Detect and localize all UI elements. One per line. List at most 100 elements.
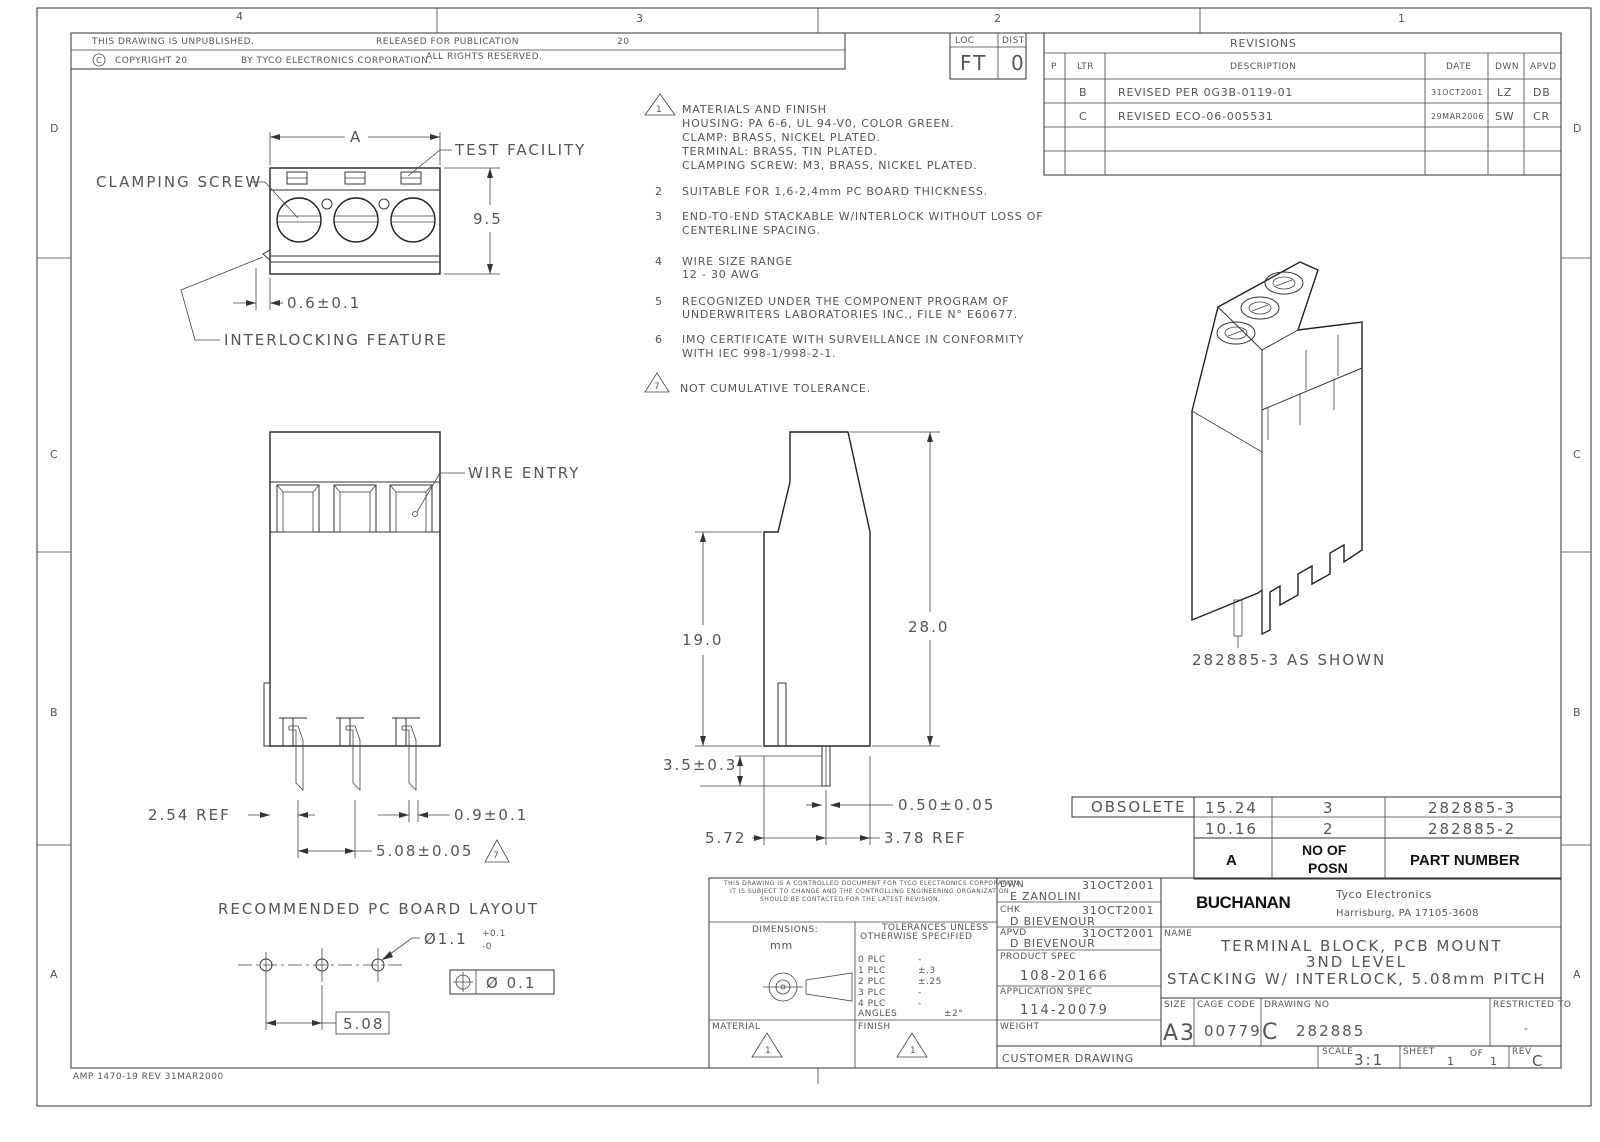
rev-desc: REVISED PER 0G3B-0119-01 (1118, 86, 1293, 99)
dist-label: DIST (1002, 36, 1025, 46)
material-flag (751, 1032, 783, 1058)
sheet-size: A3 (1163, 1021, 1196, 1046)
rev-col-apvd: APVD (1530, 62, 1557, 72)
pitch-note-num: 7 (493, 851, 499, 861)
rev-dwn: SW (1495, 110, 1514, 123)
rev-value: C (1532, 1052, 1544, 1070)
part-number: 282885-2 (1428, 820, 1516, 838)
spacing-basic-box (335, 1011, 390, 1035)
note-number: 5 (655, 295, 663, 308)
projection-symbol (763, 972, 853, 1002)
tol-val: - (918, 955, 922, 965)
drawing-no-prefix: C (1262, 1020, 1279, 1045)
notes-block: 1 MATERIALS AND FINISH HOUSING: PA 6-6, … (644, 93, 1043, 395)
rev-label: REV (1512, 1047, 1532, 1057)
dwn-name: E ZANOLINI (1010, 890, 1081, 903)
note-line: 12 - 30 AWG (682, 268, 760, 281)
copyright-note: COPYRIGHT 20 (115, 56, 188, 66)
note-line: CLAMPING SCREW: M3, BRASS, NICKEL PLATED… (682, 159, 978, 172)
zone-side-b-right: B (1573, 706, 1581, 719)
tol-key: 4 PLC (858, 999, 886, 1009)
loc-value: FT (960, 51, 987, 75)
front-view: WIRE ENTRY 2.54 REF 0.9±0.1 5.08±0.05 7 (148, 431, 578, 863)
apvd-name: D BIEVENOUR (1010, 937, 1096, 950)
rev-ltr: C (1079, 110, 1087, 123)
tol-key: 2 PLC (858, 977, 886, 987)
note-line: SUITABLE FOR 1,6-2,4mm PC BOARD THICKNES… (682, 185, 988, 198)
tolerances-label-1: TOLERANCES UNLESS (881, 923, 989, 933)
note-line: HOUSING: PA 6-6, UL 94-V0, COLOR GREEN. (682, 117, 954, 130)
svg-text:C: C (96, 56, 102, 65)
height-28: 28.0 (908, 618, 949, 636)
note-line: END-TO-END STACKABLE W/INTERLOCK WITHOUT… (682, 210, 1043, 223)
control-note-3: SHOULD BE CONTACTED FOR THE LATEST REVIS… (760, 896, 941, 903)
note-line: NOT CUMULATIVE TOLERANCE. (680, 382, 871, 395)
rev-p-label: P (1051, 62, 1057, 72)
rev-col-dwn: DWN (1495, 62, 1519, 72)
position-tolerance-frame (449, 969, 555, 995)
zone-markers: 4 3 2 1 D C B A D C B A (37, 8, 1591, 1084)
zone-side-b: B (50, 706, 58, 719)
revisions-block: REVISIONS P LTR DESCRIPTION DATE DWN APV… (1043, 32, 1562, 176)
control-note-2: IT IS SUBJECT TO CHANGE AND THE CONTROLL… (730, 888, 1009, 895)
rev-ltr: B (1079, 86, 1087, 99)
cage-code: 00779 (1204, 1022, 1262, 1040)
part-posn: 2 (1323, 820, 1335, 838)
tol-val: ±.3 (918, 966, 936, 976)
col-part-header: PART NUMBER (1410, 852, 1520, 869)
pcb-layout-title: RECOMMENDED PC BOARD LAYOUT (218, 900, 539, 918)
rev-col-ltr: LTR (1077, 62, 1094, 72)
title-block: THIS DRAWING IS A CONTROLLED DOCUMENT FO… (708, 877, 1571, 1070)
tol-key: 1 PLC (858, 966, 886, 976)
unpublished-note: THIS DRAWING IS UNPUBLISHED. (91, 37, 254, 47)
copyright-symbol (92, 53, 106, 67)
chk-name: D BIEVENOUR (1010, 915, 1096, 928)
note-flag-1 (644, 93, 676, 116)
product-spec: 108-20166 (1020, 969, 1109, 984)
tol-val: - (918, 988, 922, 998)
material-flag-num: 1 (765, 1046, 771, 1056)
weight-label: WEIGHT (1000, 1022, 1039, 1032)
rev-date: 29MAR2006 (1431, 112, 1484, 121)
part-number: 282885-3 (1428, 799, 1516, 817)
chk-date: 31OCT2001 (1082, 904, 1154, 917)
tol-key: 3 PLC (858, 988, 886, 998)
drawing-name-line-3: STACKING W/ INTERLOCK, 5.08mm PITCH (1167, 970, 1547, 988)
pin-width-dim: 0.9±0.1 (454, 806, 528, 824)
control-note-1: THIS DRAWING IS A CONTROLLED DOCUMENT FO… (723, 880, 1021, 887)
released-year: 20 (617, 37, 629, 47)
product-spec-label: PRODUCT SPEC (1000, 952, 1076, 962)
offset-dim: 0.6±0.1 (287, 294, 361, 312)
rev-desc: REVISED ECO-06-005531 (1118, 110, 1274, 123)
zone-side-c-right: C (1573, 448, 1581, 461)
dimensions-unit: mm (770, 939, 793, 952)
note-number: 4 (655, 255, 663, 268)
height-19: 19.0 (682, 631, 723, 649)
zone-side-d-right: D (1573, 122, 1582, 135)
released-note: RELEASED FOR PUBLICATION (376, 37, 519, 47)
part-a: 10.16 (1205, 820, 1258, 838)
side-view: 19.0 28.0 3.5±0.3 0.50±0.05 5.72 3.78 RE (663, 431, 993, 847)
by-company: BY TYCO ELECTRONICS CORPORATION. (241, 56, 432, 66)
sheet-label: SHEET (1403, 1047, 1435, 1057)
zone-top-3: 3 (636, 12, 644, 25)
scale-value: 3:1 (1354, 1051, 1384, 1069)
position-tolerance-value: Ø 0.1 (486, 974, 536, 992)
of-label: OF (1470, 1049, 1483, 1059)
part-row: 10.16 2 282885-2 (1205, 820, 1516, 838)
company-logo: BUCHANAN (1196, 893, 1290, 912)
zone-side-a-right: A (1573, 968, 1581, 981)
note-number: 1 (656, 105, 662, 115)
note-line: IMQ CERTIFICATE WITH SURVEILLANCE IN CON… (682, 333, 1024, 346)
tol-val: ±.25 (918, 977, 942, 987)
dwn-date: 31OCT2001 (1082, 879, 1154, 892)
note-line: CLAMP: BRASS, NICKEL PLATED. (682, 131, 881, 144)
drawing-name-line-2: 3ND LEVEL (1306, 953, 1407, 971)
dist-value: 0 (1011, 51, 1026, 75)
restricted-label: RESTRICTED TO (1493, 1000, 1571, 1010)
width-378-ref: 3.78 REF (884, 829, 967, 847)
zone-top-1: 1 (1398, 12, 1406, 25)
zone-side-d: D (50, 122, 59, 135)
rev-date: 31OCT2001 (1431, 88, 1483, 97)
part-posn: 3 (1323, 799, 1335, 817)
